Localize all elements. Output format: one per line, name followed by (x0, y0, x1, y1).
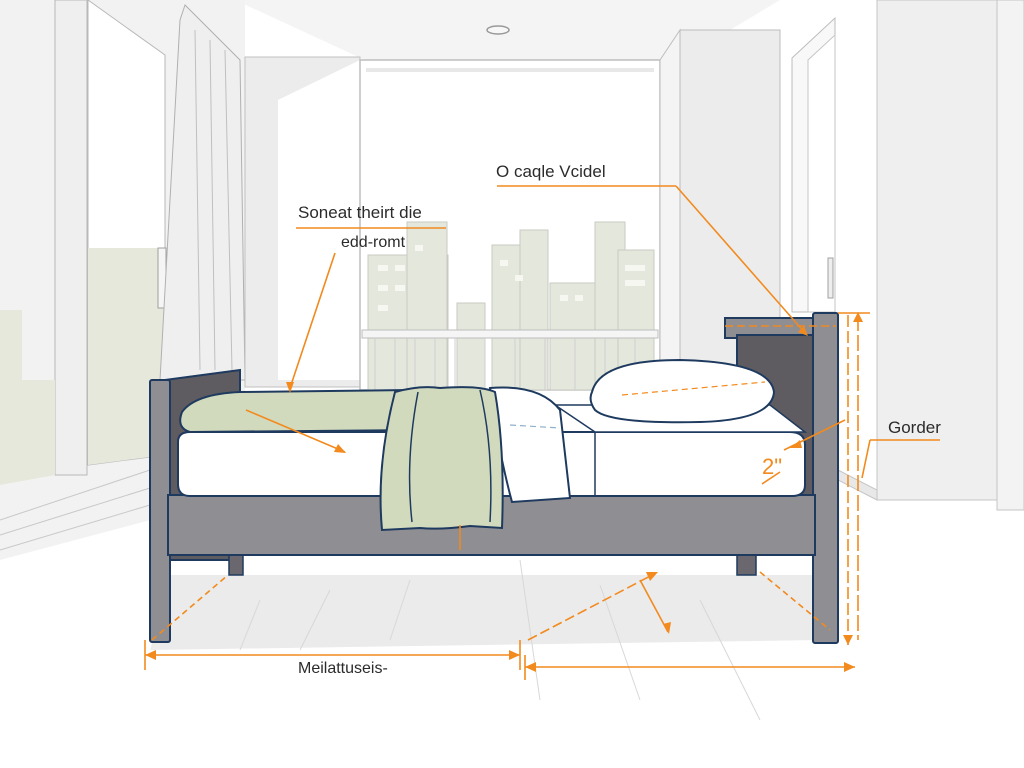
dimension-label-length: Meilattuseis- (298, 660, 388, 677)
callout-label-top-center: O caqle Vcidel (496, 162, 606, 181)
pillow (589, 358, 776, 424)
bed-leg (736, 554, 757, 576)
door-handle-icon (827, 257, 834, 299)
city-skyline (367, 221, 655, 391)
callout-label-top-left-sub: edd-romt (341, 234, 406, 251)
green-topper (179, 388, 422, 434)
bed-leg (228, 554, 244, 576)
callout-label-top-left: Soneat theirt die (298, 203, 422, 222)
dimension-label-depth: 2" (762, 454, 783, 479)
dimension-lines (144, 185, 940, 680)
callout-label-right: Gorder (888, 418, 941, 437)
green-blanket (379, 386, 504, 532)
ceiling-light-icon (486, 25, 510, 35)
arrowheads (145, 312, 863, 672)
